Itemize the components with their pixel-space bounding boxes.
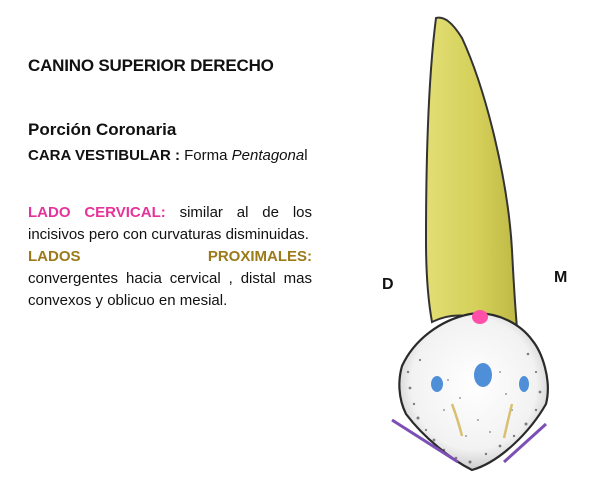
mesial-ridge [502,403,514,439]
crown-shape [398,312,549,472]
proximal-text: convergentes hacia cervical , distal mas… [28,270,312,309]
page-title: CANINO SUPERIOR DERECHO [28,56,274,75]
cervical-paragraph: LADO CERVICAL: similar al de los incisiv… [28,202,312,246]
root-shape [424,16,520,343]
face-shape-italic: Pentagona [231,147,305,164]
face-text: Forma [179,147,232,164]
face-description: CARA VESTIBULAR : Forma Pentagonal [28,147,308,164]
description-block: LADO CERVICAL: similar al de los incisiv… [28,202,312,312]
proximal-label-line: LADOS PROXIMALES: [28,246,312,268]
distal-side-label: D [382,276,394,293]
proximal-paragraph: convergentes hacia cervical , distal mas… [28,268,312,312]
proximal-label: LADOS PROXIMALES: [28,248,312,265]
distal-ridge [450,403,464,437]
section-heading: Porción Coronaria [28,120,177,139]
mesial-proximal-line [502,422,548,464]
distal-proximal-line [391,418,459,464]
cervical-text: similar al de los incisivos pero con cur… [28,204,312,243]
cervical-label: LADO CERVICAL: [28,204,166,221]
face-text-end: l [304,147,308,164]
face-label: CARA VESTIBULAR : [28,147,180,164]
mesial-cusp-spot [519,376,529,392]
crown-texture [406,352,542,464]
cervical-marker [472,310,488,324]
mesial-side-label: M [554,269,568,286]
distal-cusp-spot [431,376,443,392]
central-cusp-spot [474,363,492,387]
